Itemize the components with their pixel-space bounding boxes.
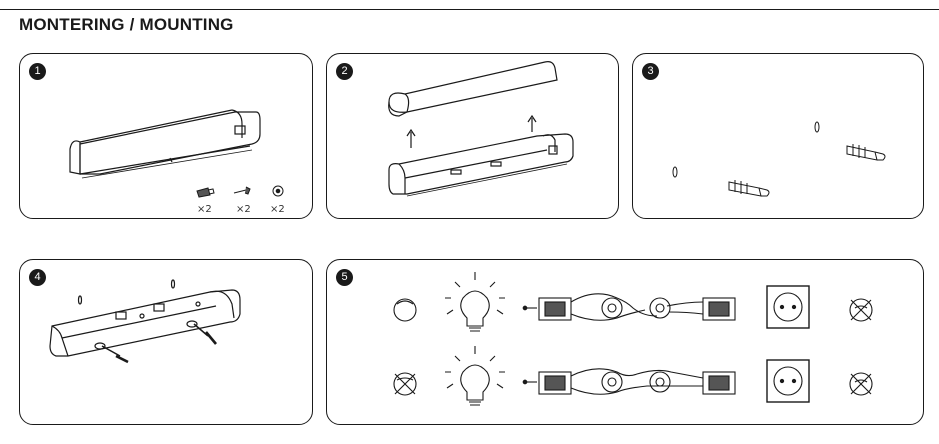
step-1-badge: 1	[29, 63, 46, 80]
bulb-off-icon-2	[849, 372, 873, 396]
cover-removal-illustration	[388, 61, 574, 197]
top-rule	[0, 9, 939, 10]
step-1-panel: 1	[19, 53, 313, 219]
screw-icon	[233, 186, 251, 195]
screw-quantity: ×2	[236, 204, 251, 215]
step-3-badge: 3	[642, 63, 659, 80]
wall-plug-quantity: ×2	[197, 204, 212, 215]
washer-quantity: ×2	[270, 204, 285, 215]
screw-1	[94, 342, 129, 364]
switch-crossed-icon	[393, 372, 417, 396]
wiring-diagram	[393, 272, 873, 406]
washer-icon	[272, 185, 284, 197]
lamp-assembled-illustration	[69, 109, 261, 179]
power-socket-icon-2	[766, 359, 810, 403]
bulb-on-icon	[445, 272, 505, 332]
wall-plug-2	[728, 180, 770, 197]
drill-and-plug-illustration	[672, 121, 886, 197]
step-4-badge: 4	[29, 269, 46, 286]
wall-mounting-illustration	[49, 279, 241, 364]
parts-illustration	[196, 185, 284, 198]
step-2-badge: 2	[336, 63, 353, 80]
page-title: MONTERING / MOUNTING	[19, 15, 234, 34]
step-2-panel: 2	[326, 53, 619, 219]
wall-plug-icon	[196, 187, 215, 198]
screw-2	[186, 320, 217, 345]
switch-off-icon	[393, 298, 417, 322]
step-5-badge: 5	[336, 269, 353, 286]
step-4-panel: 4	[19, 259, 313, 425]
step-3-panel: 3	[632, 53, 924, 219]
wall-plug-1	[846, 144, 886, 161]
connector-wiring-row-1	[522, 293, 736, 321]
connector-wiring-row-2	[522, 368, 736, 395]
bulb-on-icon-2	[445, 346, 505, 406]
bulb-off-icon-1	[849, 298, 873, 322]
power-socket-icon-1	[766, 285, 810, 329]
step-5-panel: 5	[326, 259, 924, 425]
